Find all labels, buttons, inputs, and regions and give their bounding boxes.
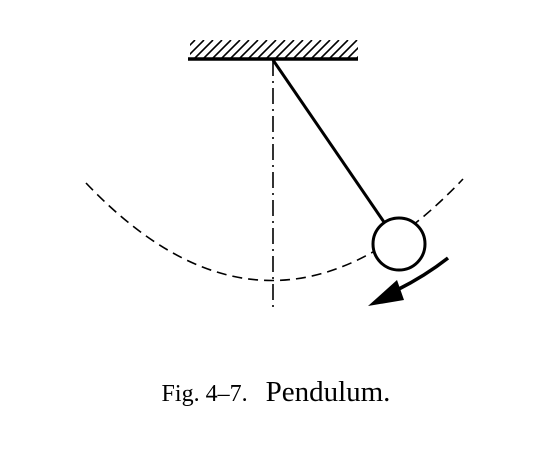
pendulum-rod bbox=[271, 59, 388, 226]
ceiling-support bbox=[188, 40, 384, 61]
hatch-line bbox=[301, 40, 322, 59]
hatch-line bbox=[202, 40, 223, 59]
hatch-line bbox=[283, 40, 304, 59]
hatch-line bbox=[190, 40, 196, 47]
figure-title: Pendulum. bbox=[265, 376, 391, 408]
hatch-line bbox=[355, 55, 358, 59]
hatch-line bbox=[346, 46, 358, 59]
figure-number: Fig. 4–7. bbox=[161, 381, 248, 407]
hatch-line bbox=[220, 40, 241, 59]
hatch-line bbox=[256, 40, 277, 59]
hatch-line bbox=[328, 40, 349, 59]
hatch-line bbox=[211, 40, 232, 59]
hatch-line bbox=[274, 40, 295, 59]
hatch-line bbox=[365, 40, 384, 59]
hatch-line bbox=[229, 40, 250, 59]
swing-path-arc bbox=[85, 178, 464, 282]
hatch-line bbox=[319, 40, 340, 59]
pendulum-bob bbox=[371, 216, 427, 272]
hatch-line bbox=[292, 40, 313, 59]
hatch-line bbox=[265, 40, 286, 59]
hatch-line bbox=[238, 40, 259, 59]
hatch-line bbox=[190, 40, 205, 56]
figure-caption: Fig. 4–7. Pendulum. bbox=[0, 376, 552, 409]
hatch-line bbox=[193, 40, 214, 59]
hatch-line bbox=[247, 40, 268, 59]
motion-arrow bbox=[368, 256, 450, 306]
hatch-line bbox=[310, 40, 331, 59]
hatch-line bbox=[337, 40, 358, 59]
